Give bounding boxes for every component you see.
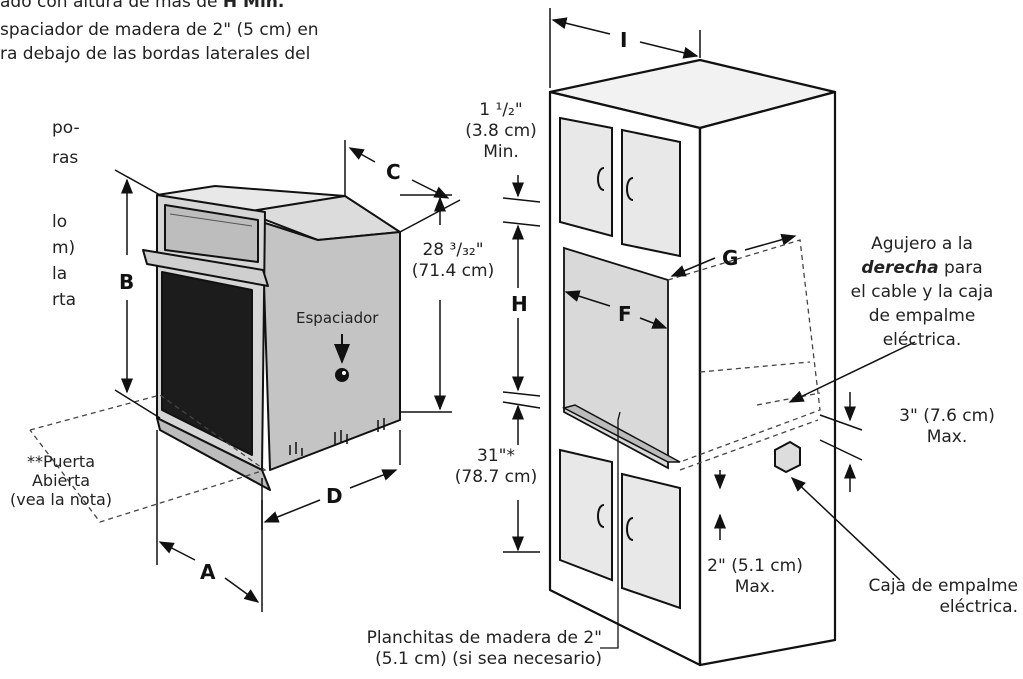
dim-label-c: C bbox=[386, 160, 401, 184]
left-fragment: m) bbox=[52, 238, 76, 258]
intro-line-2: spaciador de madera de 2" (5 cm) en bbox=[0, 20, 319, 40]
base-height-dim: 31"* (78.7 cm) bbox=[454, 446, 538, 487]
dim-label-g: G bbox=[722, 246, 739, 270]
left-fragment: ras bbox=[52, 148, 79, 168]
intro-line-3: ra debajo de las bordas laterales del bbox=[0, 44, 311, 64]
dim-label-h: H bbox=[511, 292, 528, 316]
door-open-note: **Puerta Abierta (vea la nota) bbox=[9, 452, 113, 509]
dim-label-f: F bbox=[618, 302, 632, 326]
spacer-label: Espaciador bbox=[296, 309, 379, 327]
intro-line-1: ado con altura de más de H Min. bbox=[0, 0, 285, 12]
dim-label-i: I bbox=[620, 28, 628, 52]
side-clearance-dim: 3" (7.6 cm) Max. bbox=[899, 406, 995, 447]
left-fragment: po- bbox=[52, 118, 80, 138]
junction-box-label: Caja de empalme eléctrica. bbox=[868, 576, 1018, 617]
planks-note: Planchitas de madera de 2" (5.1 cm) (si … bbox=[366, 628, 602, 669]
left-fragment: lo bbox=[52, 212, 68, 232]
floor-clearance-dim: 2" (5.1 cm) Max. bbox=[707, 556, 803, 597]
junction-box bbox=[774, 440, 801, 474]
left-fragment: rta bbox=[52, 290, 77, 310]
dim-label-b: B bbox=[119, 270, 135, 294]
dim-label-d: D bbox=[326, 484, 343, 508]
oven-height-dim: 28 ³/₃₂" (71.4 cm) bbox=[411, 240, 495, 281]
wall-oven bbox=[142, 185, 401, 491]
top-clearance-dim: 1 ¹/₂" (3.8 cm) Min. bbox=[465, 100, 537, 162]
dim-label-a: A bbox=[200, 560, 216, 584]
hole-note: Agujero a la derecha para el cable y la … bbox=[850, 234, 994, 350]
left-fragment: la bbox=[52, 264, 68, 284]
